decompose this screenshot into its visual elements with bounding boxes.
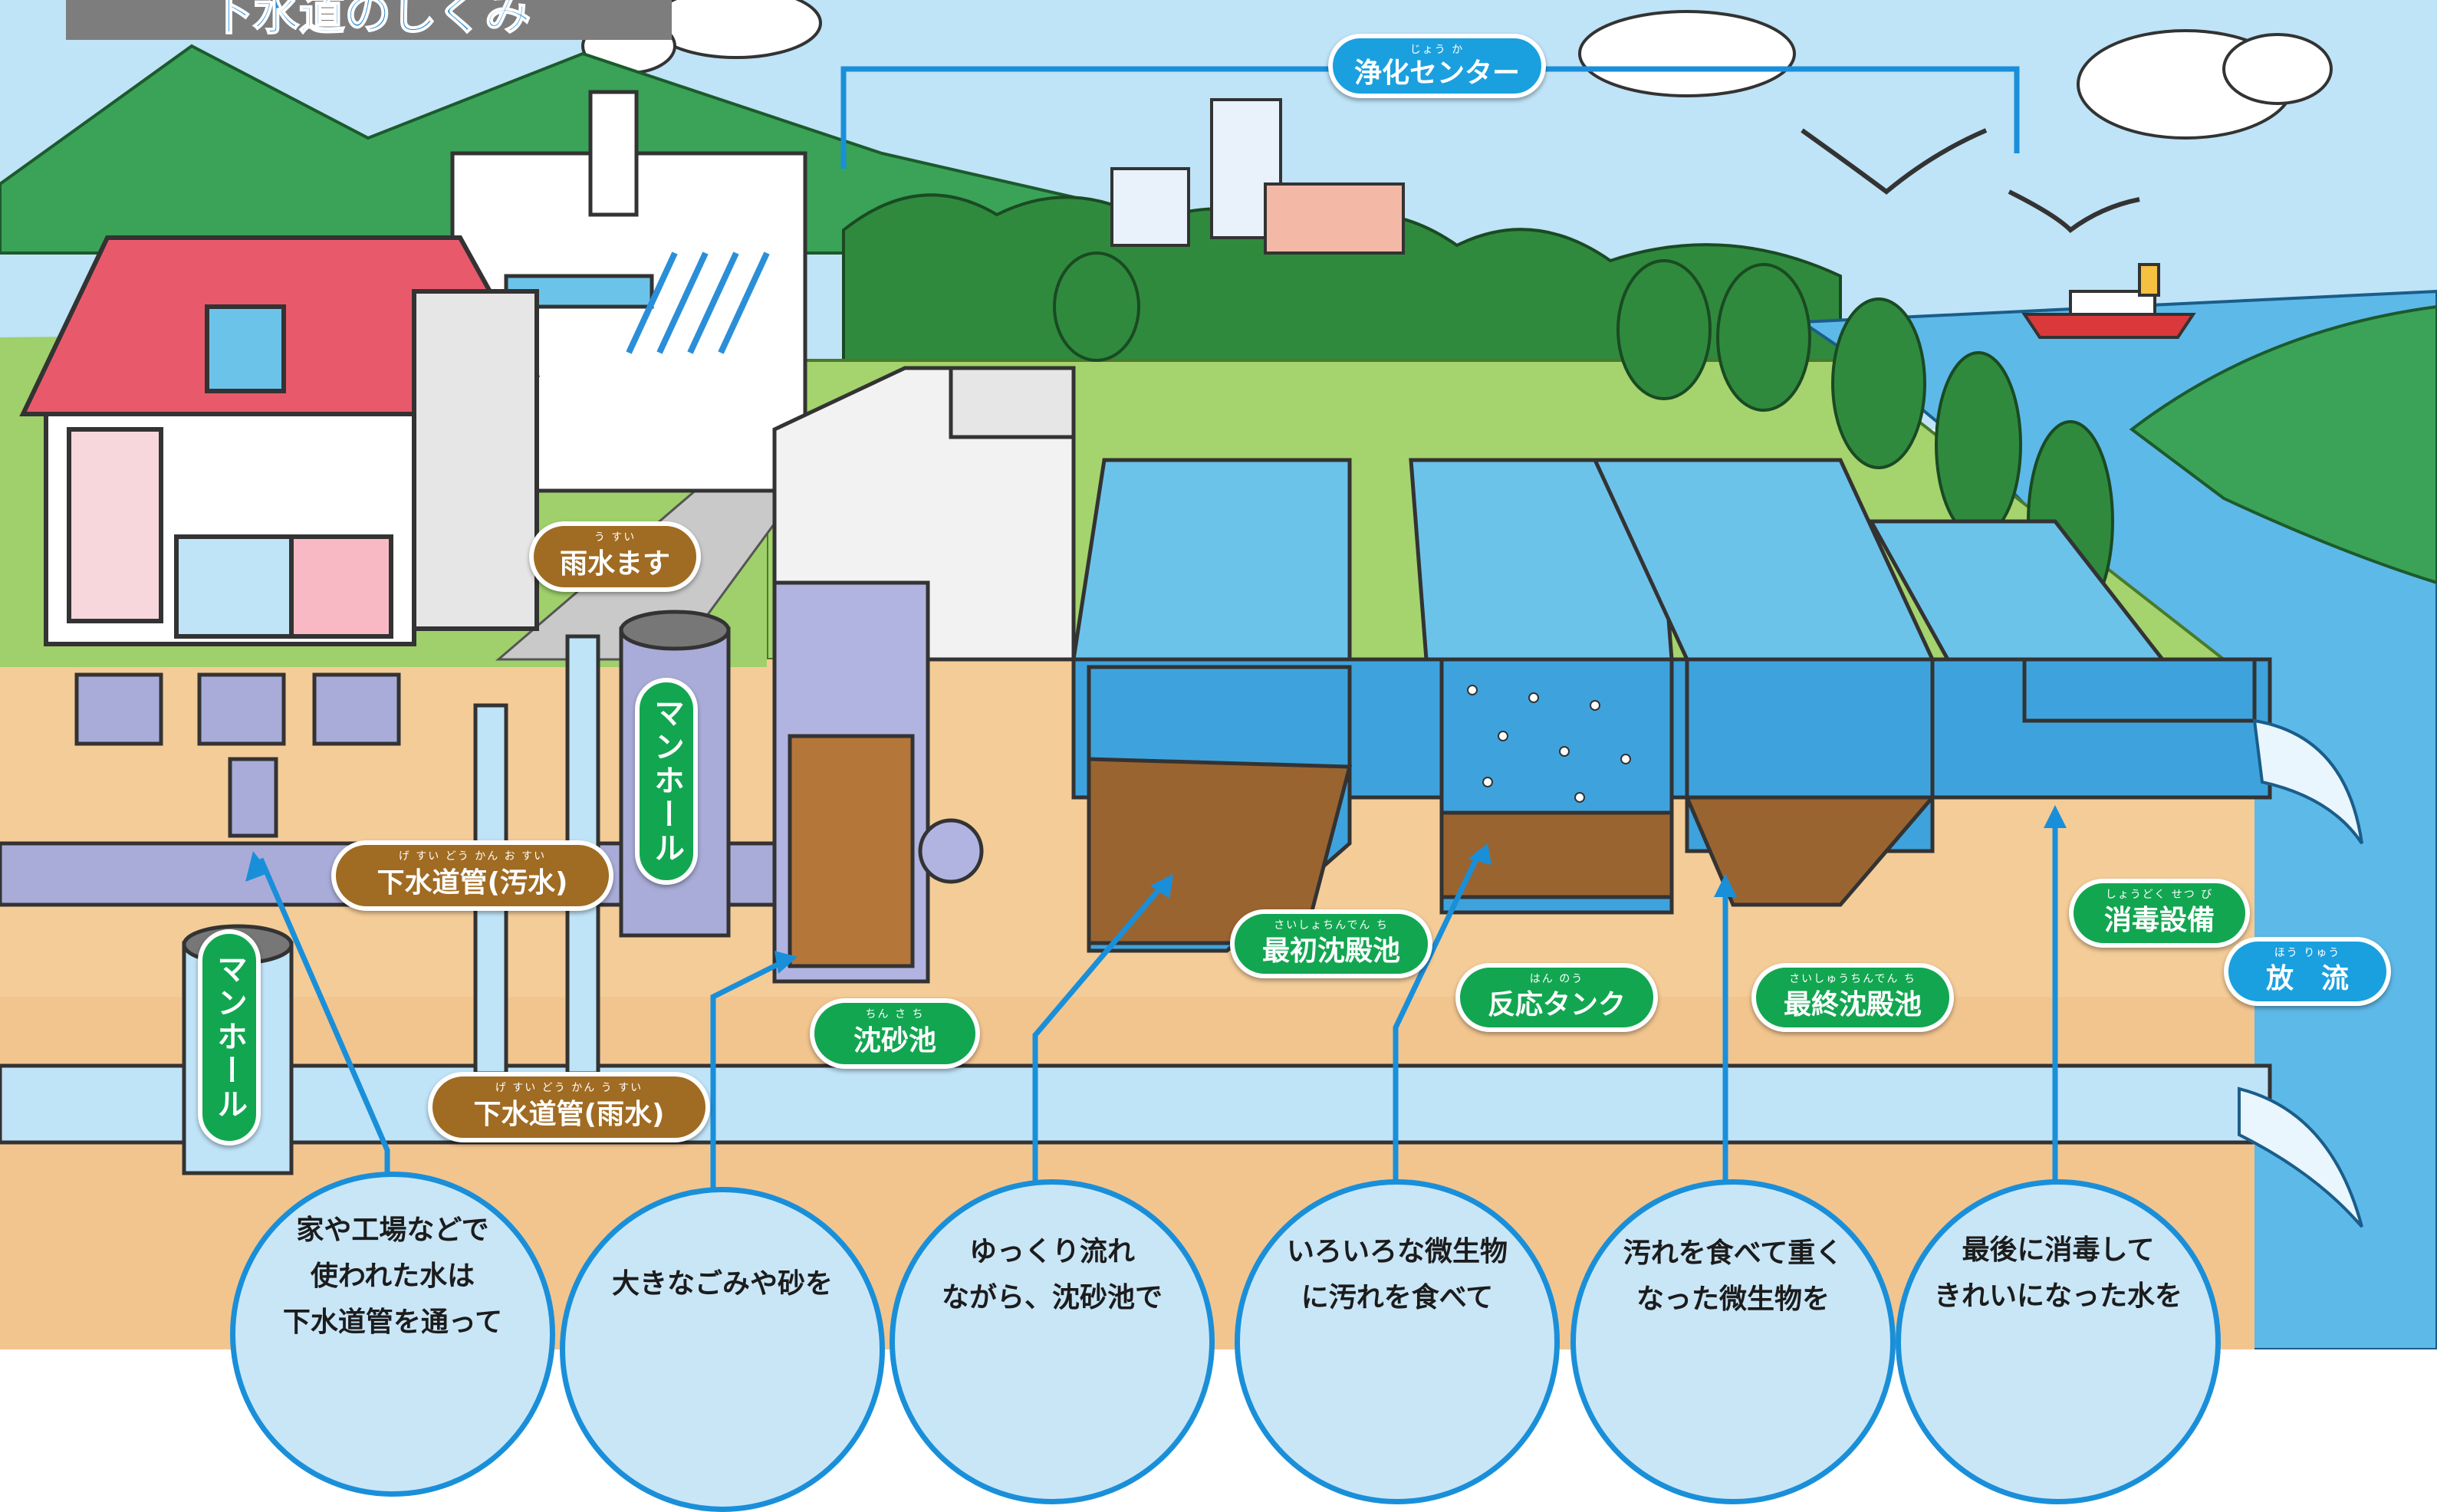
ship xyxy=(2021,263,2196,339)
aeration-bubbles xyxy=(1467,685,1631,803)
step-4-text: いろいろな微生物 に汚れを食べて xyxy=(1286,1236,1508,1313)
disinfection-text: 消毒設備 xyxy=(2103,905,2215,936)
step-3-text: ゆっくり流れ ながら、沈砂池で xyxy=(941,1236,1163,1313)
step-1-circle: 家や工場などで 使われた水は 下水道管を通って xyxy=(230,1172,555,1497)
seagulls xyxy=(1801,128,2140,233)
center-label: じょう か 浄化センター xyxy=(1328,34,1546,98)
grit-chamber-ruby: ちん さ ち xyxy=(865,1008,925,1021)
step-2-text: 大きなごみや砂を xyxy=(611,1268,833,1300)
page-title: 下水道のしくみ xyxy=(206,0,531,40)
center-ruby: じょう か xyxy=(1409,44,1465,56)
city-buildings xyxy=(1110,98,1405,255)
primary-tank-text: 最初沈殿池 xyxy=(1261,935,1400,967)
reaction-tank-label: はん のう 反応タンク xyxy=(1455,963,1658,1032)
discharge-text: 放 流 xyxy=(2265,963,2349,994)
disinfection-label: しょうどく せつ び 消毒設備 xyxy=(2069,879,2250,948)
rain xyxy=(626,251,770,354)
center-text: 浄化センター xyxy=(1353,58,1520,89)
rain-basin-text: 雨水ます xyxy=(559,548,670,580)
discharge-water xyxy=(2238,718,2363,1228)
final-tank-label: さいしゅうちんでん ち 最終沈殿池 xyxy=(1751,963,1954,1032)
final-tank-ruby: さいしゅうちんでん ち xyxy=(1789,973,1916,985)
final-tank-text: 最終沈殿池 xyxy=(1783,989,1922,1021)
clouds xyxy=(581,0,2333,140)
disinfection-ruby: しょうどく せつ び xyxy=(2105,889,2214,901)
sewer-waste-ruby: げ すい どう かん お すい xyxy=(398,850,547,863)
discharge-label: ほう りゅう 放 流 xyxy=(2224,937,2391,1006)
house xyxy=(19,235,541,646)
page-title-banner: 下水道のしくみ xyxy=(66,0,672,40)
sewer-rain-ruby: げ すい どう かん う すい xyxy=(495,1082,643,1094)
grit-chamber-label: ちん さ ち 沈砂池 xyxy=(810,998,980,1069)
primary-tank-label: さいしょちんでん ち 最初沈殿池 xyxy=(1230,909,1432,978)
rain-basin-ruby: う すい xyxy=(594,531,636,544)
illustration-scene xyxy=(0,0,2437,1349)
step-3-circle: ゆっくり流れ ながら、沈砂池で xyxy=(890,1179,1215,1504)
step-1-text: 家や工場などで 使われた水は 下水道管を通って xyxy=(282,1215,503,1338)
reaction-tank-text: 反応タンク xyxy=(1487,989,1626,1021)
flow-arrowheads xyxy=(245,805,2067,974)
surface-tanks xyxy=(1071,458,2167,662)
sewer-waste-label: げ すい どう かん お すい 下水道管(汚水) xyxy=(331,840,613,911)
step-4-circle: いろいろな微生物 に汚れを食べて xyxy=(1235,1179,1560,1504)
manhole-label-2: マンホール xyxy=(198,929,261,1146)
sewer-waste-text: 下水道管(汚水) xyxy=(377,867,568,899)
sewer-rain-label: げ すい どう かん う すい 下水道管(雨水) xyxy=(428,1072,710,1142)
house-drains xyxy=(74,672,401,838)
grit-chamber-tank xyxy=(772,580,984,984)
sewer-rain-text: 下水道管(雨水) xyxy=(473,1099,665,1130)
step-6-text: 最後に消毒して きれいになった水を xyxy=(1933,1234,2182,1312)
step-5-circle: 汚れを食べて重く なった微生物を xyxy=(1570,1179,1896,1504)
manhole-label-1: マンホール xyxy=(635,678,698,885)
treatment-tanks xyxy=(1071,657,2272,953)
step-6-circle: 最後に消毒して きれいになった水を xyxy=(1896,1179,2221,1504)
reaction-tank-ruby: はん のう xyxy=(1529,973,1584,985)
rain-basin-label: う すい 雨水ます xyxy=(529,521,701,592)
grit-chamber-text: 沈砂池 xyxy=(853,1025,936,1057)
primary-tank-ruby: さいしょちんでん ち xyxy=(1274,919,1389,932)
step-2-circle: 大きなごみや砂を xyxy=(560,1187,885,1512)
step-5-text: 汚れを食べて重く なった微生物を xyxy=(1623,1238,1843,1315)
discharge-ruby: ほう りゅう xyxy=(2274,947,2341,959)
rain-pipe xyxy=(0,1063,2272,1145)
